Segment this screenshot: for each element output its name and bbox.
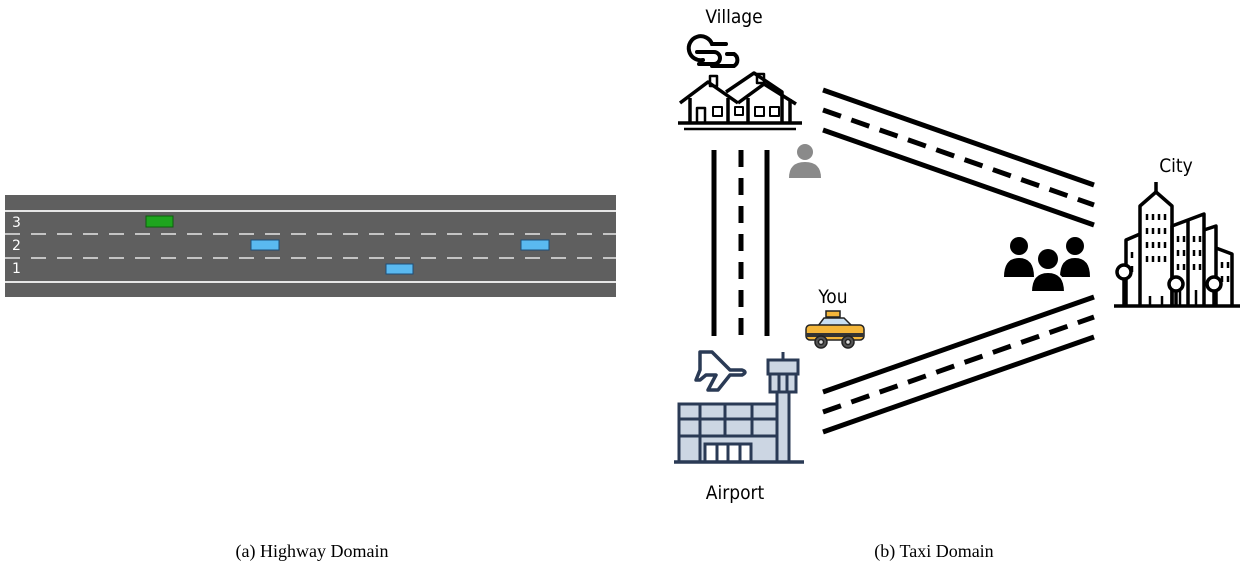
- taxi-icon: [805, 310, 865, 349]
- road-village-airport: [711, 150, 770, 336]
- other-car: [385, 263, 414, 275]
- city-label: City: [1159, 155, 1193, 177]
- taxi-panel: Village City Airport You: [674, 6, 1240, 504]
- group-people-icon: [1004, 237, 1090, 293]
- airport-terminal-icon: [674, 402, 804, 464]
- other-car: [520, 239, 550, 251]
- lane-label-2: 2: [12, 238, 21, 254]
- taxi-label: You: [817, 286, 847, 308]
- ego-car: [145, 215, 174, 228]
- lane-label-3: 3: [12, 215, 21, 231]
- person-icon: [789, 144, 821, 178]
- road-airport-city: [822, 294, 1095, 435]
- highway-caption: (a) Highway Domain: [236, 541, 389, 562]
- road-village-city: [822, 87, 1095, 228]
- plane-icon: [694, 350, 747, 392]
- cloud-icon: [686, 34, 740, 68]
- highway-panel: 3 2 1: [5, 195, 616, 297]
- control-tower-icon: [766, 352, 800, 464]
- village-label: Village: [705, 6, 762, 28]
- airport-label: Airport: [706, 482, 765, 504]
- taxi-caption: (b) Taxi Domain: [874, 541, 993, 562]
- city-buildings-icon: [1114, 182, 1240, 308]
- other-car: [250, 239, 280, 251]
- houses-icon: [678, 71, 802, 131]
- lane-label-1: 1: [12, 261, 21, 277]
